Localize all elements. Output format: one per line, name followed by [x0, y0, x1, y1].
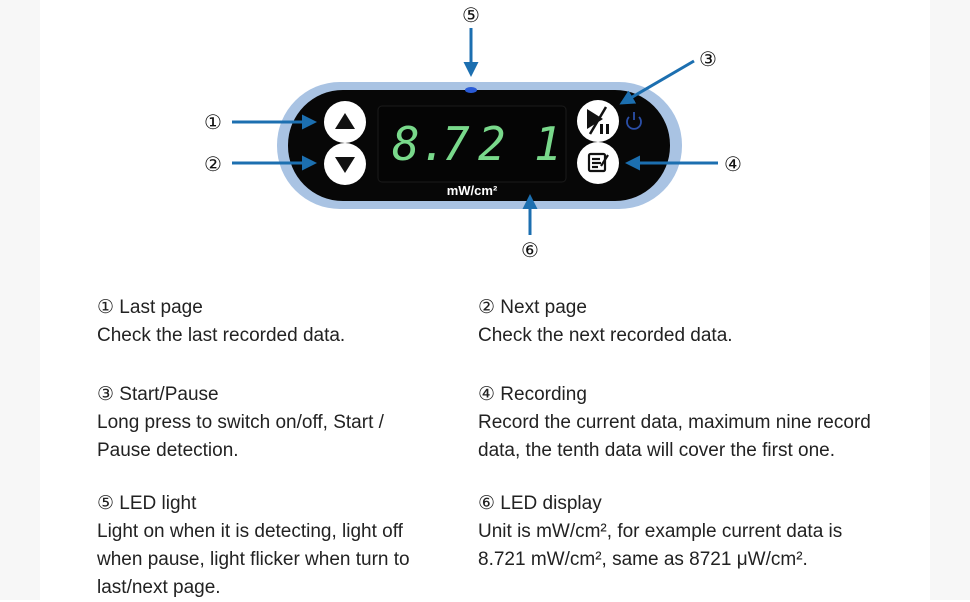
- triangle-down-icon: [335, 157, 355, 173]
- desc-next-page: ② Next page Check the next recorded data…: [478, 294, 848, 350]
- left-margin-strip: [0, 0, 40, 600]
- recording-button[interactable]: [577, 142, 619, 184]
- display-digit-3: 2: [478, 117, 506, 171]
- play-pause-icon: [587, 106, 609, 135]
- desc-body: Check the last recorded data.: [97, 325, 346, 346]
- desc-body: Long press to switch on/off, Start / Pau…: [97, 412, 384, 461]
- desc-title: ③ Start/Pause: [97, 384, 219, 405]
- callout-4-label: ④: [724, 152, 742, 176]
- led-display: [377, 105, 567, 183]
- desc-body: Unit is mW/cm², for example current data…: [478, 521, 843, 570]
- callout-3-label: ③: [699, 47, 717, 71]
- desc-title: ② Next page: [478, 297, 587, 318]
- desc-title: ⑥ LED display: [478, 493, 602, 514]
- callout-2-label: ②: [204, 152, 222, 176]
- triangle-up-icon: [335, 113, 355, 129]
- display-digit-4: 1: [534, 117, 562, 171]
- desc-led-light: ⑤ LED light Light on when it is detectin…: [97, 490, 442, 602]
- desc-led-display: ⑥ LED display Unit is mW/cm², for exampl…: [478, 490, 878, 574]
- start-pause-button[interactable]: [577, 100, 619, 142]
- next-page-button[interactable]: [324, 143, 366, 185]
- callout-1-label: ①: [204, 110, 222, 134]
- record-note-icon: [587, 152, 609, 173]
- callout-5-label: ⑤: [462, 3, 480, 27]
- desc-body: Record the current data, maximum nine re…: [478, 412, 871, 461]
- desc-last-page: ① Last page Check the last recorded data…: [97, 294, 467, 350]
- power-icon: [626, 112, 642, 130]
- device-diagram: 8. 7 2 1 mW/cm²: [204, 3, 742, 262]
- last-page-button[interactable]: [324, 101, 366, 143]
- callout-3-arrow: [619, 59, 695, 105]
- desc-start-pause: ③ Start/Pause Long press to switch on/of…: [97, 381, 427, 465]
- display-digit-2: 7: [442, 117, 470, 171]
- display-digit-1: 8.: [392, 117, 447, 171]
- desc-title: ④ Recording: [478, 384, 587, 405]
- led-light: [465, 87, 477, 93]
- desc-title: ⑤ LED light: [97, 493, 197, 514]
- unit-label: mW/cm²: [447, 183, 498, 198]
- desc-body: Light on when it is detecting, light off…: [97, 521, 410, 598]
- callout-6-label: ⑥: [521, 238, 539, 262]
- desc-title: ① Last page: [97, 297, 203, 318]
- desc-body: Check the next recorded data.: [478, 325, 733, 346]
- right-margin-strip: [930, 0, 970, 600]
- desc-recording: ④ Recording Record the current data, max…: [478, 381, 898, 465]
